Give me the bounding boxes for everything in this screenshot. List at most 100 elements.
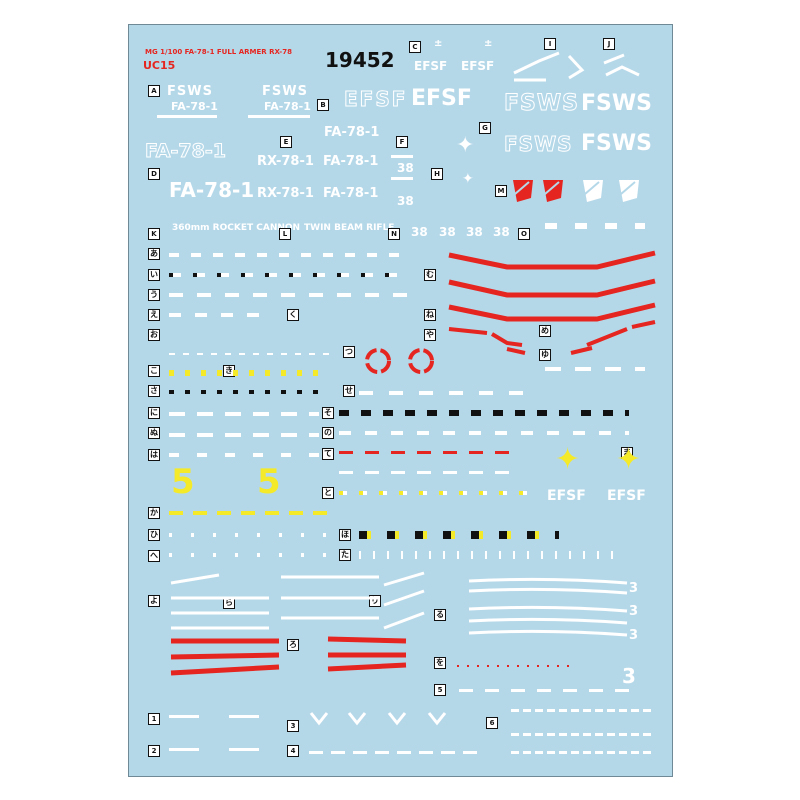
label-n: N [388,228,400,240]
red-label-row [339,451,519,454]
caption-line [248,115,310,118]
small-marks-row-2 [169,273,409,277]
label-o-kana: お [148,329,160,341]
small-marks-row-10 [169,553,329,557]
sheet-title: MG 1/100 FA-78-1 FULL ARMER RX-78 [145,48,292,56]
label-ni-kana: に [148,407,160,419]
small-marks-row-19 [511,733,651,736]
fsws-outline-large: FSWS [504,91,579,116]
label-no-kana: の [322,427,334,439]
red-lower-bars-left [170,638,280,676]
red-lower-bars-right [327,636,407,672]
caption-line [157,115,217,118]
num-38-e: 38 [466,225,483,239]
label-3: 3 [287,720,299,732]
white-curved-stripes [468,577,628,637]
efsf-small-1: EFSF [414,59,448,73]
num-3-b: 3 [629,604,639,619]
num-3-c: 3 [629,628,639,643]
fa781-outline-large: FA-78-1 [145,140,227,162]
twin-beam-rifle-text: TWIN BEAM RIFLE [304,223,395,233]
small-marks-row-6 [169,412,319,416]
small-marks-row-21 [169,715,279,718]
yellow-star-2: ✦ [616,442,642,477]
rx781-1: RX-78-1 [257,154,314,169]
bar [391,155,413,158]
label-5: 5 [434,684,446,696]
label-ka-kana: か [148,507,160,519]
yellow-5-b: 5 [257,462,281,502]
label-ka2-kana: た [339,549,351,561]
label-hi-kana: ひ [148,529,160,541]
yellow-marks-row [169,370,329,376]
label-a-kana: あ [148,248,160,260]
label-f: F [396,136,408,148]
label-1: 1 [148,713,160,725]
fa781-large: FA-78-1 [169,178,255,202]
decal-sheet: MG 1/100 FA-78-1 FULL ARMER RX-78 UC15 1… [128,24,673,777]
label-j: J [603,38,615,50]
efsf-star-emblem: ✦ [456,133,475,158]
series-code: UC15 [143,59,176,72]
small-marks-row-8 [169,453,319,457]
label-e: E [280,136,292,148]
label-d: D [148,168,160,180]
label-o2-kana: ほ [339,529,351,541]
label-me-kana: ね [424,309,436,321]
num-3-a: 3 [629,581,639,596]
label-2: 2 [148,745,160,757]
efsf-large: EFSF [411,86,472,111]
small-marks-row-4 [169,313,269,317]
label-se-kana: せ [343,385,355,397]
label-i: I [544,38,556,50]
white-diagonal-bars [170,573,269,630]
label-m: M [495,185,507,197]
v-emblems-row [309,712,447,726]
label-ru-kana: る [434,609,446,621]
label-me2-kana: め [539,325,551,337]
label-mu-kana: む [424,269,436,281]
efsf-outline-large: EFSF [343,87,408,111]
label-6: 6 [486,717,498,729]
small-marks-row-9 [169,533,329,537]
small-marks-row-14 [339,491,539,495]
label-l: L [279,228,291,240]
efsf-yellow-star-text-1: EFSF [547,488,586,504]
small-triangles-row [545,223,645,229]
label-ro-kana: ろ [287,639,299,651]
label-ma-kana: ま [621,447,633,459]
striped-shields [513,180,639,202]
label-he-kana: へ [148,550,160,562]
num-38-f: 38 [493,225,510,239]
small-marks-row-18 [511,709,651,712]
fsws-small-outline: FSWS [167,84,213,99]
label-h: H [431,168,443,180]
red-dot-row [457,665,577,667]
small-marks-row-22 [169,748,279,751]
num-38-c: 38 [411,225,428,239]
white-diagonal-right [383,571,425,630]
label-sa-kana: さ [148,385,160,397]
white-bars-mid [281,575,379,620]
label-te-kana: て [322,448,334,460]
label-yu-kana: ゆ [539,349,551,361]
small-marks-row-1 [169,253,409,257]
label-nu-kana: ぬ [148,427,160,439]
black-marks-row [169,390,329,394]
star-emblem-1: ± [434,38,443,49]
label-ya-kana: や [424,329,436,341]
small-marks-row-3 [169,293,409,297]
fsws-small-2: FSWS [262,84,308,99]
hazard-marks-row [359,531,559,539]
fsws-large: FSWS [581,91,652,116]
fa781-small: FA-78-1 [171,100,218,113]
yellow-label-row [169,511,329,515]
small-marks-row-16 [545,367,645,371]
label-b: B [317,99,329,111]
label-ku-kana: く [287,309,299,321]
label-ko-kana: こ [148,365,160,377]
red-target-marks [365,348,434,374]
label-a: A [148,85,160,97]
small-marks-row-13 [339,471,519,474]
fsws-large-2: FSWS [581,131,652,156]
